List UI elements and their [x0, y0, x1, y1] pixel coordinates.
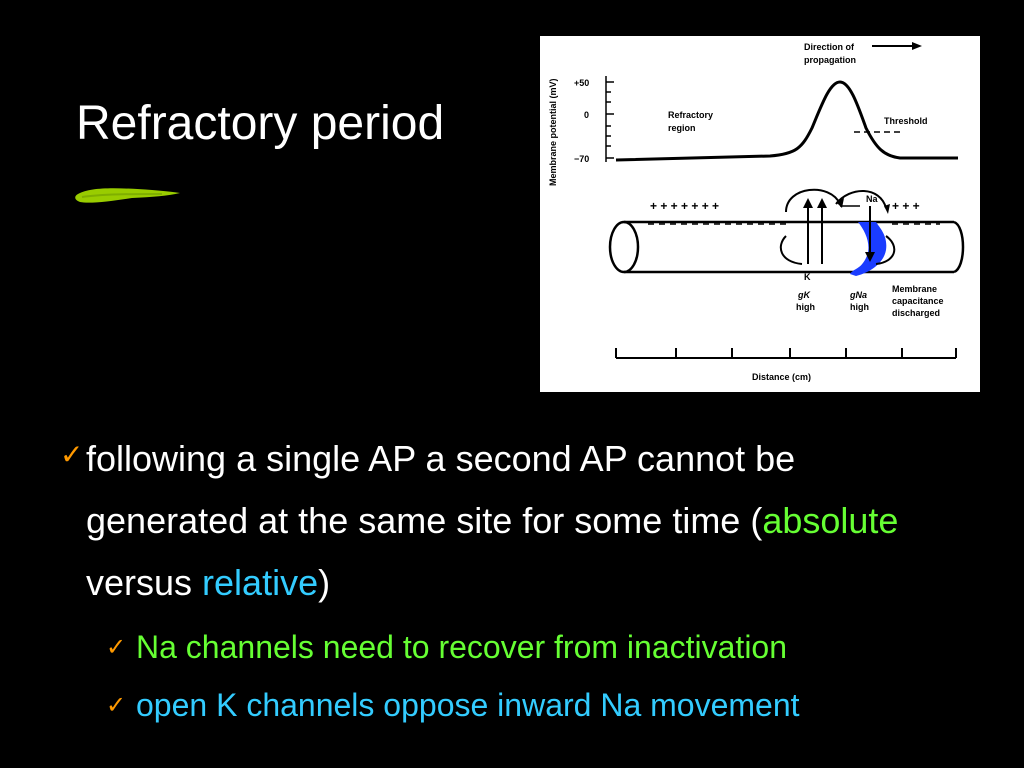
gk-label: gK — [797, 290, 811, 300]
distance-axis — [615, 348, 957, 359]
refractory-label-line2: region — [668, 123, 696, 133]
gna-high-label: high — [850, 302, 869, 312]
direction-label-line2: propagation — [804, 55, 856, 65]
checkmark-icon: ✓ — [106, 633, 127, 661]
checkmark-icon: ✓ — [106, 691, 127, 719]
direction-label-line1: Direction of — [804, 42, 855, 52]
main-bullet: ✓ following a single AP a second AP cann… — [60, 428, 1000, 614]
charges-top-left: + + + + + + + — [650, 199, 719, 213]
title-underline-brushstroke — [75, 188, 180, 203]
absolute-term: absolute — [762, 500, 899, 541]
gk-high-label: high — [796, 302, 815, 312]
sub-bullet-k-oppose: ✓ open K channels oppose inward Na movem… — [106, 676, 1000, 734]
y-axis-scale — [605, 76, 614, 162]
threshold-label: Threshold — [884, 116, 928, 126]
membrane-label-line1: Membrane — [892, 284, 937, 294]
direction-arrow — [872, 42, 922, 50]
refractory-label-line1: Refractory — [668, 110, 713, 120]
membrane-label-line3: discharged — [892, 308, 940, 318]
slide-title: Refractory period — [76, 97, 445, 150]
sodium-influx-region — [850, 222, 887, 276]
axon-cylinder — [608, 220, 965, 274]
sub-bullet-list: ✓ Na channels need to recover from inact… — [106, 618, 1000, 734]
current-loops — [779, 188, 896, 265]
k-channel-label: K — [804, 272, 811, 282]
x-axis-label: Distance (cm) — [752, 372, 811, 382]
relative-term: relative — [202, 562, 319, 603]
charges-top-right: + + + — [892, 199, 920, 213]
membrane-label-line2: capacitance — [892, 296, 944, 306]
y-tick-0: 0 — [584, 110, 589, 120]
main-bullet-text: following a single AP a second AP cannot… — [86, 438, 899, 603]
action-potential-curve — [615, 80, 958, 162]
action-potential-propagation-diagram: Membrane potential (mV) +50 0 −70 Direct… — [540, 36, 980, 392]
na-channel-label: Na — [866, 194, 878, 204]
sub-bullet-na-recovery: ✓ Na channels need to recover from inact… — [106, 618, 1000, 676]
y-tick-minus70: −70 — [574, 154, 589, 164]
y-tick-plus50: +50 — [574, 78, 589, 88]
current-arrowheads — [803, 198, 890, 262]
y-axis-label: Membrane potential (mV) — [548, 78, 558, 186]
checkmark-icon: ✓ — [60, 438, 84, 471]
gna-label: gNa — [849, 290, 867, 300]
bullet-list: ✓ following a single AP a second AP cann… — [60, 428, 1000, 734]
